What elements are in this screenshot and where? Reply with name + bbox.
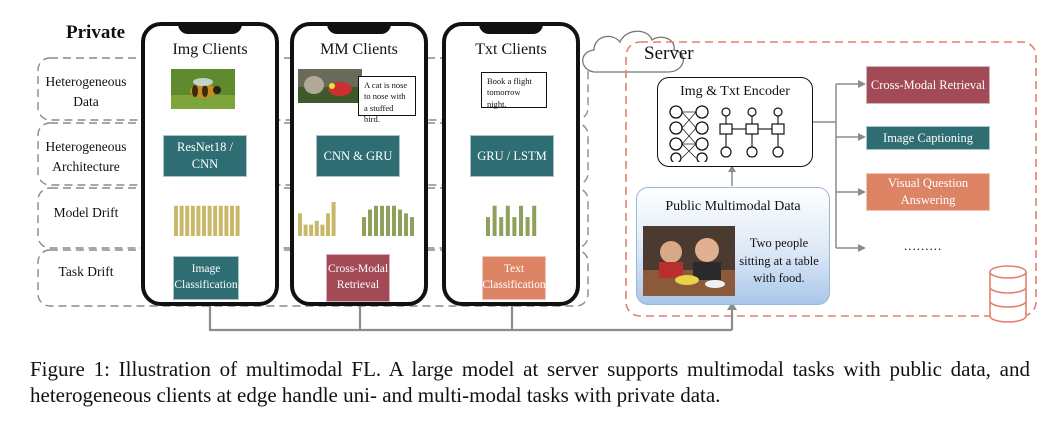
img-model-drift-bars	[174, 205, 240, 236]
drift-bar	[486, 217, 490, 236]
mm-arch-box: CNN & GRU	[316, 135, 400, 177]
arrowhead-encoder	[728, 165, 736, 172]
row-label-model-drift: Model Drift	[53, 205, 119, 220]
drift-bar	[410, 217, 414, 236]
row-label-data: Heterogeneous Data	[45, 74, 127, 109]
drift-bar	[303, 224, 308, 236]
public-data-caption: Two people sitting at a table with food.	[739, 236, 819, 285]
drift-bar	[398, 209, 402, 236]
encoder-title: Img & Txt Encoder	[680, 84, 790, 99]
database-icon	[989, 265, 1027, 323]
mm-caption: A cat is nose to nose with a stuffed bir…	[358, 76, 416, 124]
task-visual-question-answering: Visual Question Answering	[866, 173, 990, 211]
drift-bar	[392, 205, 396, 236]
figure-caption: Figure 1: Illustration of multimodal FL.…	[30, 357, 1030, 407]
drift-bar	[525, 217, 530, 236]
mm-clients-title: MM Clients	[320, 41, 398, 58]
img-arch-box: ResNet18 / CNN	[163, 135, 247, 177]
drift-bar	[368, 209, 372, 236]
mm-task-box: Cross-Modal Retrieval	[326, 254, 390, 302]
drift-bar	[224, 205, 229, 236]
encoder-box: Img & Txt Encoder	[657, 77, 813, 167]
drift-bar	[298, 213, 302, 236]
phone-notch	[178, 22, 242, 34]
drift-bar	[230, 205, 234, 236]
img-task-box: Image Classification	[173, 256, 239, 300]
drift-bar	[190, 205, 195, 236]
people-photo	[643, 226, 735, 296]
server-box	[625, 41, 1037, 317]
drift-bar	[362, 217, 366, 236]
drift-bar	[320, 224, 325, 236]
drift-bar	[218, 205, 223, 236]
drift-bar	[309, 224, 314, 236]
drift-bar	[386, 205, 390, 236]
drift-bar	[314, 220, 319, 236]
cat-bird-image	[298, 69, 362, 103]
drift-bar	[326, 213, 330, 236]
row-label-task-drift: Task Drift	[58, 264, 114, 279]
drift-bar	[185, 205, 190, 236]
txt-clients-title: Txt Clients	[475, 41, 547, 58]
task-image-captioning: Image Captioning	[866, 126, 990, 150]
network-icon	[669, 105, 785, 162]
arrowhead-public	[727, 302, 737, 310]
drift-bar	[174, 205, 178, 236]
drift-bar	[235, 205, 240, 236]
drift-bar	[380, 205, 384, 236]
row-label-architecture: Heterogeneous Architecture	[45, 139, 127, 174]
server-title: Server	[644, 43, 694, 64]
mm-model-drift-bars	[298, 202, 414, 236]
task-more: .........	[904, 238, 943, 253]
private-title: Private	[66, 22, 126, 43]
img-clients-title: Img Clients	[172, 41, 248, 58]
drift-bar	[213, 205, 218, 236]
txt-task-box: Text Classification	[482, 256, 546, 300]
drift-bar	[532, 205, 537, 236]
drift-bar	[519, 205, 523, 236]
drift-bar	[331, 202, 336, 236]
bee-image	[171, 69, 235, 109]
txt-model-drift-bars	[486, 205, 537, 236]
connector-img	[208, 305, 732, 332]
drift-bar	[179, 205, 184, 236]
drift-bar	[202, 205, 206, 236]
task-cross-modal-retrieval: Cross-Modal Retrieval	[866, 66, 990, 104]
drift-bar	[196, 205, 201, 236]
drift-bar	[404, 213, 408, 236]
drift-bar	[512, 217, 517, 236]
txt-caption: Book a flight tomorrow night.	[481, 72, 547, 109]
public-data-title: Public Multimodal Data	[665, 199, 801, 214]
drift-bar	[374, 205, 378, 236]
phone-notch	[479, 22, 543, 34]
drift-bar	[505, 205, 510, 236]
txt-arch-box: GRU / LSTM	[470, 135, 554, 177]
public-data-box: Public Multimodal Data Two people sittin…	[636, 187, 830, 305]
phone-notch	[327, 22, 391, 34]
drift-bar	[499, 217, 504, 236]
drift-bar	[207, 205, 212, 236]
drift-bar	[492, 205, 497, 236]
